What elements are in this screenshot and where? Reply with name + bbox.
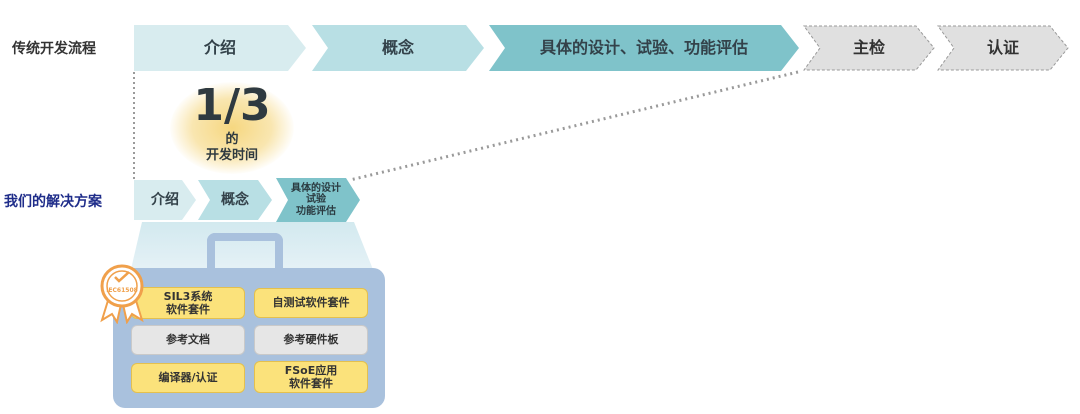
toolkit-case-handle [207, 233, 283, 275]
time-fraction-caption-line2: 开发时间 [205, 148, 258, 164]
toolkit-item-fsoe-kit-line2: 软件套件 [288, 377, 333, 390]
toolkit-item-reference-docs: 参考文档 [131, 325, 245, 355]
toolkit-item-compiler-cert: 编译器/认证 [131, 363, 245, 393]
iec61508-certification-badge-icon: IEC61508 [100, 264, 144, 324]
solution-step-intro: 介绍 [134, 180, 196, 220]
traditional-step-intro: 介绍 [134, 25, 306, 71]
time-fraction: 1/3 [193, 80, 271, 131]
iec61508-badge-text: IEC61508 [106, 287, 138, 294]
toolkit-item-reference-board: 参考硬件板 [254, 325, 368, 355]
traditional-step-certification-shape [937, 25, 1069, 71]
traditional-step-design-test-eval: 具体的设计、试验、功能评估 [489, 25, 799, 71]
solution-step-design-line3: 功能评估 [296, 205, 336, 217]
time-fraction-caption: 的 开发时间 [170, 132, 294, 165]
traditional-step-inspection-shape [803, 25, 935, 71]
solution-step-concept: 概念 [198, 180, 272, 220]
traditional-step-certification: 认证 [986, 37, 1019, 57]
toolkit-item-sil3-kit-line1: SIL3系统 [163, 289, 213, 303]
toolkit-item-sil3-kit: SIL3系统 软件套件 [131, 287, 245, 319]
solution-step-design-line2: 试验 [306, 194, 326, 206]
time-fraction-caption-line1: 的 [225, 132, 239, 147]
toolkit-item-fsoe-kit-line1: FSoE应用 [284, 363, 338, 377]
time-reduction-glow [170, 82, 294, 174]
solution-step-design: 具体的设计 试验 功能评估 [276, 178, 360, 222]
traditional-step-inspection: 主检 [852, 37, 885, 57]
toolkit-item-self-test-kit: 自测试软件套件 [254, 288, 368, 318]
solution-step-design-line1: 具体的设计 [291, 182, 341, 194]
toolkit-item-fsoe-kit: FSoE应用 软件套件 [254, 361, 368, 393]
traditional-process-label: 传统开发流程 [12, 41, 96, 57]
toolkit-item-sil3-kit-line2: 软件套件 [166, 303, 210, 316]
our-solution-label: 我们的解决方案 [4, 194, 102, 210]
traditional-step-concept: 概念 [312, 25, 484, 71]
